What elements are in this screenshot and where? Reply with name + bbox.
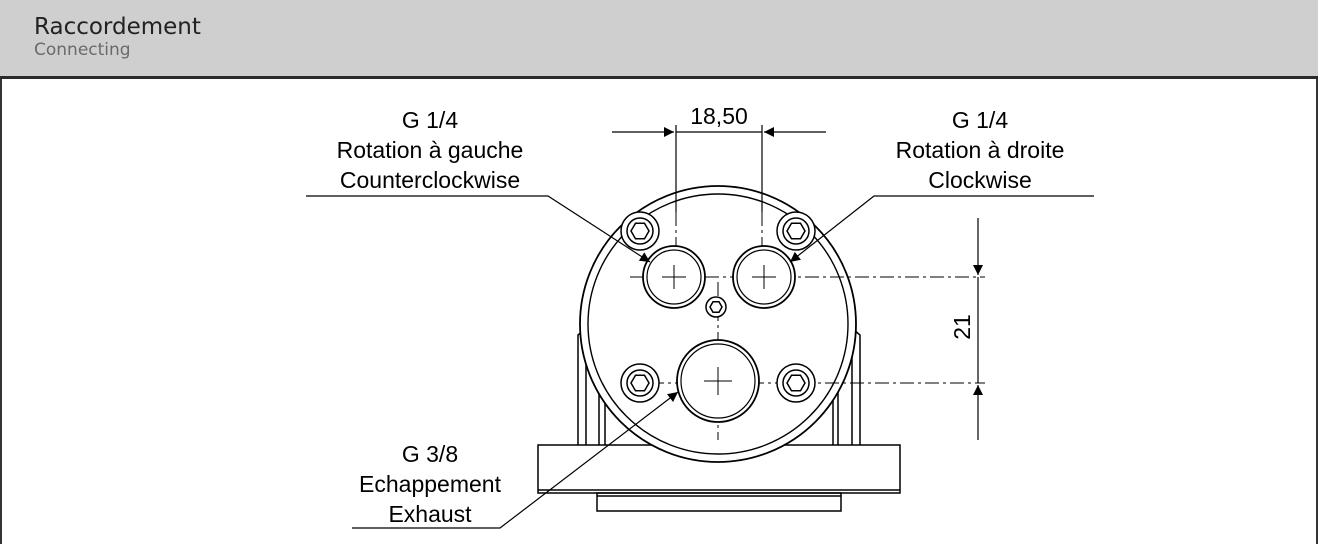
callout-right-port: G 1/4 Rotation à droite Clockwise	[896, 107, 1065, 193]
center-screw	[705, 296, 727, 318]
base-flange	[537, 444, 901, 512]
section-title-en: Connecting	[34, 40, 131, 60]
callout-exhaust-label-en: Exhaust	[388, 501, 472, 527]
callout-exhaust-thread: G 3/8	[402, 441, 458, 467]
dimension-port-spacing	[612, 125, 826, 212]
callout-right-label-en: Clockwise	[928, 167, 1032, 193]
dimension-port-spacing-label: 18,50	[690, 103, 748, 129]
section-title-fr: Raccordement	[34, 14, 201, 40]
callout-left-label-fr: Rotation à gauche	[337, 137, 524, 163]
callout-exhaust-label-fr: Echappement	[359, 471, 502, 497]
callout-right-label-fr: Rotation à droite	[896, 137, 1065, 163]
callout-exhaust-port: G 3/8 Echappement Exhaust	[359, 441, 502, 527]
callout-left-port: G 1/4 Rotation à gauche Counterclockwise	[337, 107, 524, 193]
callout-leaders	[306, 195, 1094, 529]
section-header: Raccordement Connecting	[0, 0, 1318, 79]
callout-left-label-en: Counterclockwise	[340, 167, 520, 193]
port-right	[732, 245, 796, 309]
port-left	[642, 245, 706, 309]
screw-top-left	[620, 211, 660, 251]
callout-left-thread: G 1/4	[402, 107, 458, 133]
screw-top-right	[776, 211, 816, 251]
screw-bottom-right	[776, 363, 816, 403]
dimension-vertical-spacing-label: 21	[949, 314, 975, 340]
ports	[642, 245, 796, 423]
mounting-screws	[620, 211, 816, 403]
screw-bottom-left	[620, 363, 660, 403]
callout-right-thread: G 1/4	[952, 107, 1008, 133]
port-exhaust	[676, 339, 760, 423]
